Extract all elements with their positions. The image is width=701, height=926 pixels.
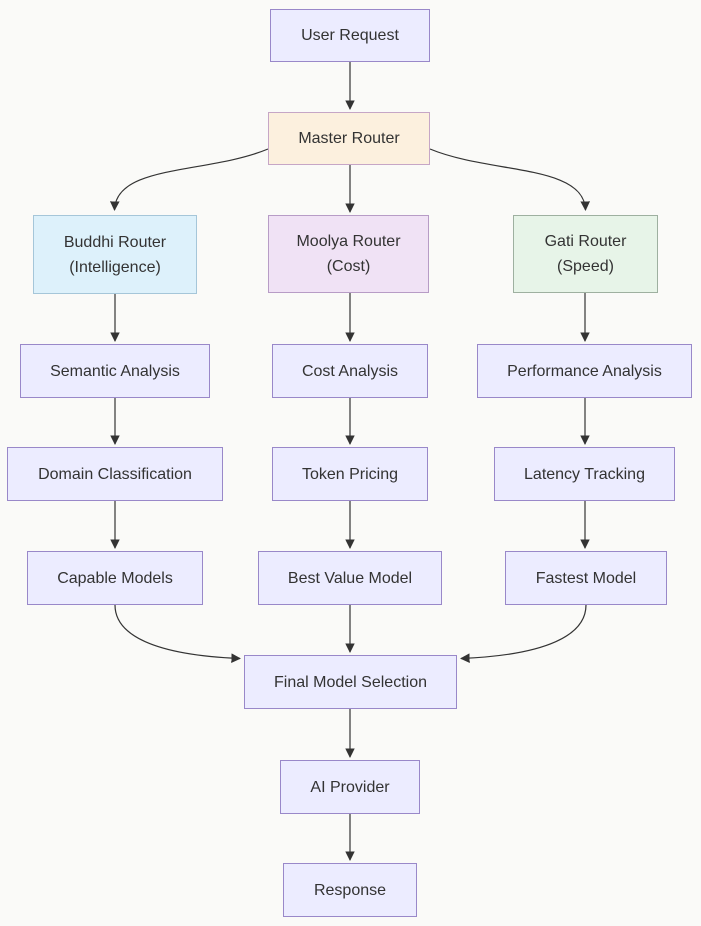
node-label: Semantic Analysis (50, 362, 180, 380)
node-sublabel: (Cost) (326, 258, 371, 275)
node-best-value-model: Best Value Model (258, 551, 442, 605)
node-gati-router: Gati Router (Speed) (513, 215, 658, 293)
node-label: Performance Analysis (507, 362, 662, 380)
node-final-model-selection: Final Model Selection (244, 655, 457, 709)
edge-fastest-model-to-final-model-selection (460, 604, 587, 663)
node-label: Capable Models (57, 569, 173, 587)
node-capable-models: Capable Models (27, 551, 203, 605)
node-label: Moolya Router (296, 233, 401, 250)
node-label: Best Value Model (287, 569, 413, 587)
edge-master-router-to-gati-router (429, 148, 590, 211)
node-label: Fastest Model (535, 569, 637, 587)
node-ai-provider: AI Provider (280, 760, 420, 814)
node-sublabel: (Intelligence) (69, 258, 161, 276)
node-label: Token Pricing (301, 465, 399, 483)
node-domain-classification: Domain Classification (7, 447, 223, 501)
node-performance-analysis: Performance Analysis (477, 344, 692, 398)
node-fastest-model: Fastest Model (505, 551, 667, 605)
node-label: Buddhi Router (63, 233, 167, 251)
node-label: Master Router (298, 130, 400, 147)
node-label: Domain Classification (38, 465, 192, 483)
edge-capable-models-to-final-model-selection (114, 604, 241, 663)
node-token-pricing: Token Pricing (272, 447, 428, 501)
node-label: User Request (301, 27, 399, 44)
node-moolya-router: Moolya Router (Cost) (268, 215, 429, 293)
node-latency-tracking: Latency Tracking (494, 447, 675, 501)
node-label: Latency Tracking (524, 465, 645, 483)
node-label: Final Model Selection (274, 673, 427, 691)
node-label: AI Provider (310, 778, 390, 796)
node-user-request: User Request (270, 9, 430, 62)
node-sublabel: (Speed) (557, 258, 614, 275)
node-buddhi-router: Buddhi Router (Intelligence) (33, 215, 197, 294)
node-master-router: Master Router (268, 112, 430, 165)
edge-master-router-to-buddhi-router (110, 148, 269, 211)
node-label: Gati Router (544, 233, 627, 250)
node-semantic-analysis: Semantic Analysis (20, 344, 210, 398)
node-label: Response (313, 881, 387, 899)
node-response: Response (283, 863, 417, 917)
node-cost-analysis: Cost Analysis (272, 344, 428, 398)
node-label: Cost Analysis (301, 362, 399, 380)
